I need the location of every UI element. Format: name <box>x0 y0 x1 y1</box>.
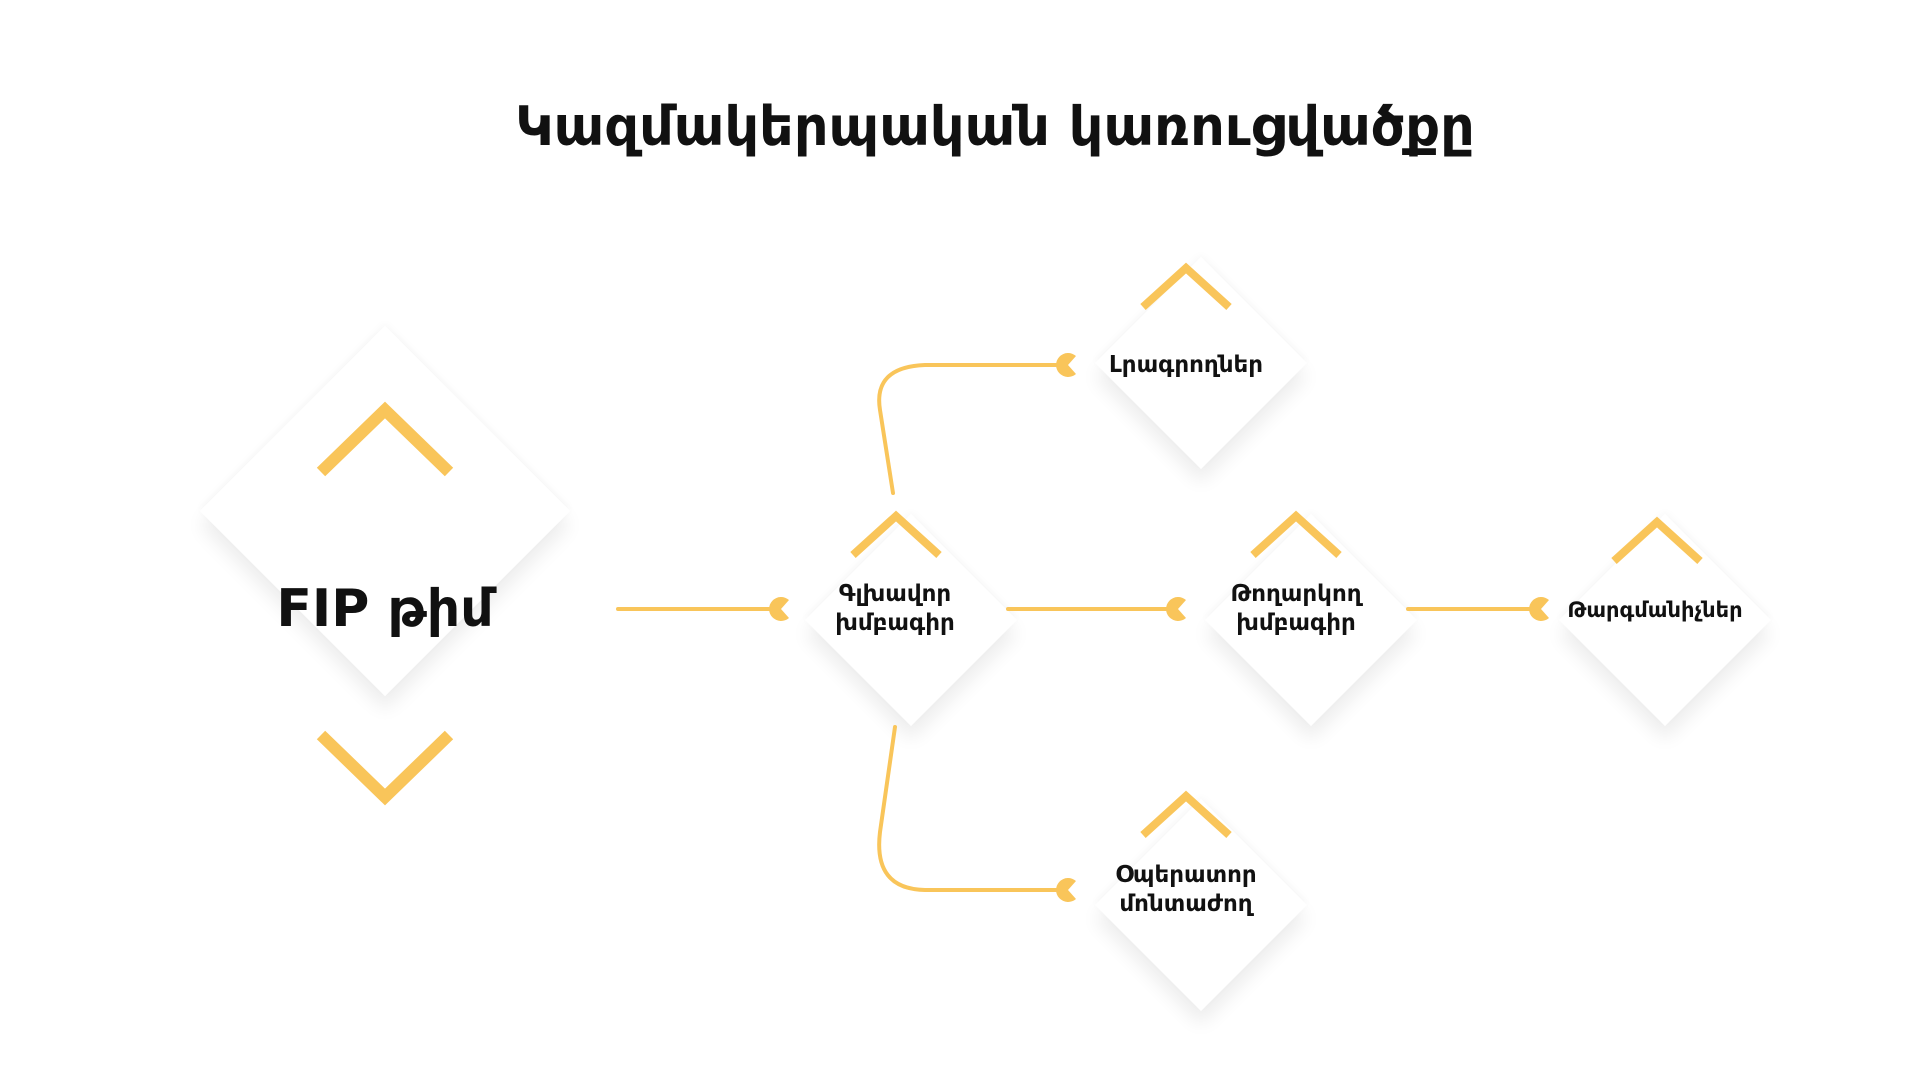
chevron-up-icon <box>1140 790 1232 838</box>
connector-dot-chief <box>769 597 789 621</box>
node-chief-editor-line2: խմբագիր <box>835 610 955 636</box>
chevron-up-icon <box>316 401 454 477</box>
node-root-label: FIP թիմ <box>276 578 494 639</box>
connector-chief-operator <box>877 725 1067 892</box>
chevron-up-icon <box>1250 510 1342 558</box>
node-chief-editor-label: Գլխավոր խմբագիր <box>800 577 990 641</box>
connector-dot-release <box>1166 597 1186 621</box>
node-release-editor-line1: Թողարկող <box>1230 581 1362 608</box>
chevron-up-icon <box>1611 516 1703 564</box>
page-title: Կազմակերպական կառուցվածքը <box>515 95 1475 158</box>
node-operator-line1: Օպերատոր <box>1115 862 1257 889</box>
connector-chief-reporters <box>877 363 1067 495</box>
node-operator-label: Օպերատոր մոնտաժող <box>1086 858 1286 922</box>
connector-dot-translators <box>1529 597 1549 621</box>
chevron-up-icon <box>850 510 942 558</box>
connector-dot-operator <box>1056 878 1076 903</box>
node-release-editor-label: Թողարկող խմբագիր <box>1196 577 1396 641</box>
node-operator-line2: մոնտաժող <box>1119 891 1253 917</box>
node-release-editor-line2: խմբագիր <box>1236 610 1356 636</box>
chevron-down-icon <box>316 730 454 806</box>
node-chief-editor-line1: Գլխավոր <box>838 581 952 608</box>
node-translators-label: Թարգմանիչներ <box>1567 597 1743 622</box>
chevron-up-icon <box>1140 262 1232 310</box>
node-reporters-label: Լրագրողներ <box>1108 351 1264 378</box>
connector-dot-reporters <box>1056 352 1076 378</box>
